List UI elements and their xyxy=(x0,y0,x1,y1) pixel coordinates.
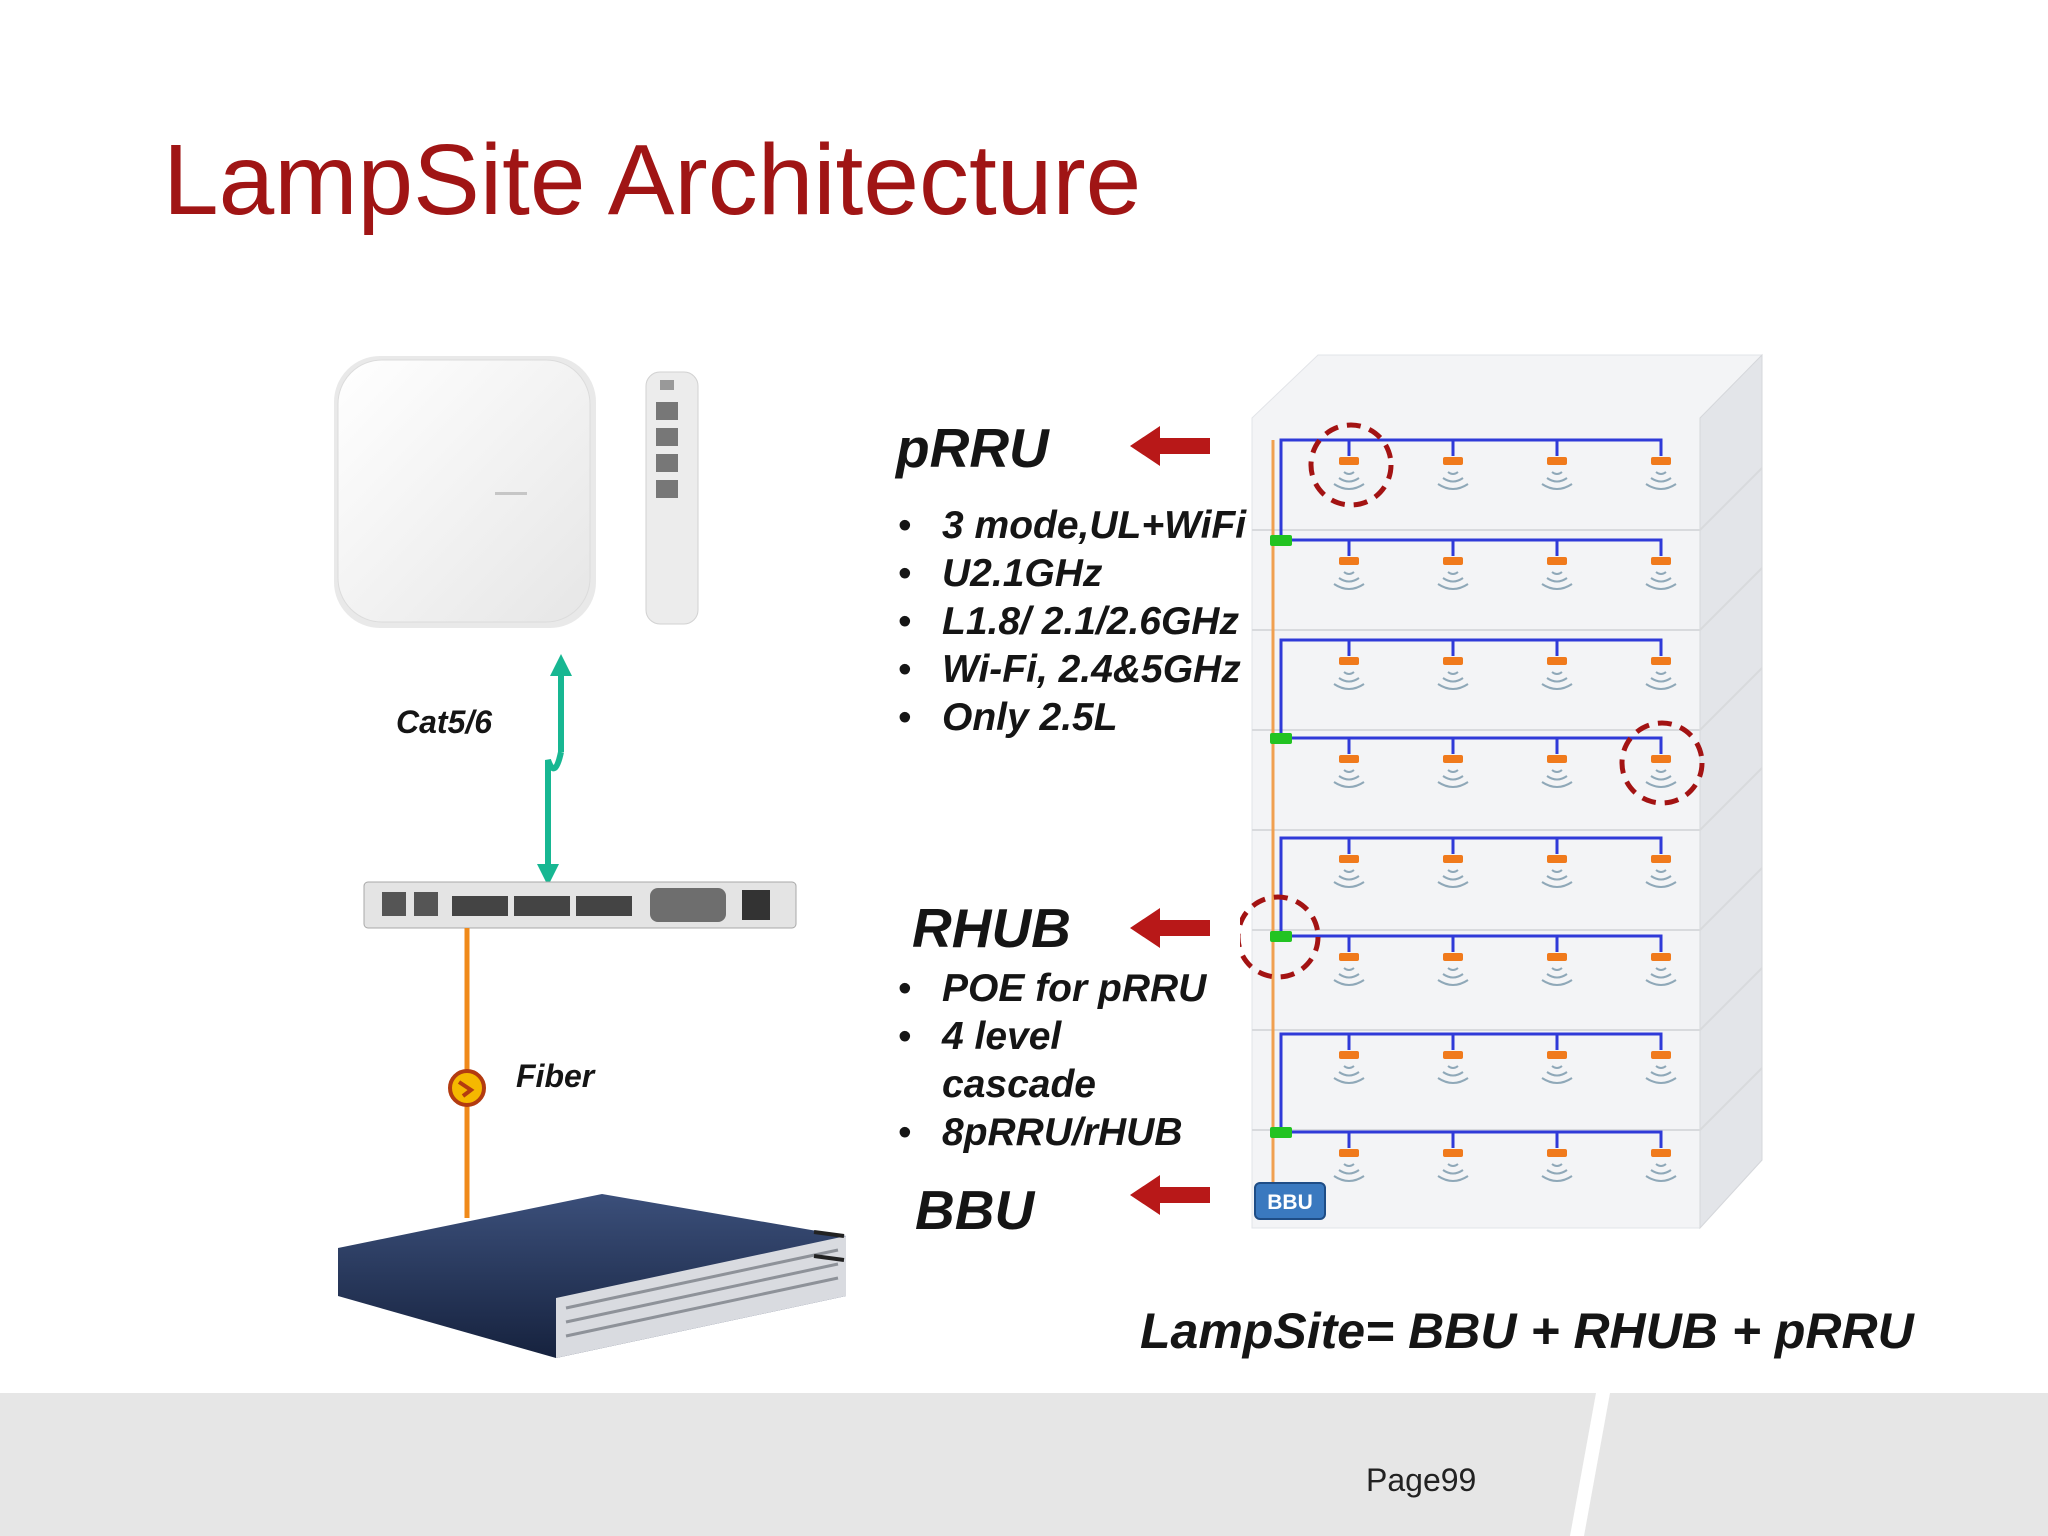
footer-slash xyxy=(1570,1393,1610,1536)
prru-bullet: 3 mode,UL+WiFi xyxy=(898,502,1246,550)
bbu-arrow xyxy=(1130,1175,1210,1215)
prru-bullet-list: 3 mode,UL+WiFi U2.1GHz L1.8/ 2.1/2.6GHz … xyxy=(898,502,1246,742)
building-diagram: BBU xyxy=(1240,353,1763,1230)
cat-label: Cat5/6 xyxy=(396,704,493,740)
rhub-bullet: POE for pRRU xyxy=(898,965,1206,1013)
prru-bullet: Only 2.5L xyxy=(898,694,1246,742)
rhub-arrow xyxy=(1130,908,1210,948)
prru-heading: pRRU xyxy=(896,417,1049,479)
bbu-tag: BBU xyxy=(1254,1182,1326,1220)
lampsite-formula: LampSite= BBU + RHUB + pRRU xyxy=(1140,1303,1914,1359)
rhub-bullet: 8pRRU/rHUB xyxy=(898,1109,1206,1157)
rhub-heading: RHUB xyxy=(912,897,1071,959)
rhub-markers xyxy=(1270,535,1292,1138)
slide-title: LampSite Architecture xyxy=(163,124,1142,236)
rhub-bullet-text: cascade xyxy=(942,1063,1096,1106)
rhub-bullet-list: POE for pRRU 4 level cascade 8pRRU/rHUB xyxy=(898,965,1206,1157)
rhub-bullet-continuation: cascade xyxy=(898,1061,1206,1109)
prru-device-image xyxy=(334,356,699,628)
bbu-device-image xyxy=(338,1194,846,1358)
rhub-bullet: 4 level xyxy=(898,1013,1206,1061)
prru-cabling xyxy=(1279,438,1663,1148)
bbu-heading: BBU xyxy=(915,1179,1035,1241)
slide-footer xyxy=(0,1393,2048,1536)
cat-cable-arrow xyxy=(537,654,572,886)
rhub-device-image xyxy=(363,881,797,929)
prru-arrow xyxy=(1130,426,1210,466)
highlight-circles xyxy=(1240,422,1705,980)
page-number: Page99 xyxy=(1366,1462,1477,1498)
fiber-label: Fiber xyxy=(516,1058,595,1094)
bbu-tag-label: BBU xyxy=(1267,1191,1313,1214)
prru-bullet: Wi-Fi, 2.4&5GHz xyxy=(898,646,1246,694)
prru-bullet: U2.1GHz xyxy=(898,550,1246,598)
fiber-cable xyxy=(448,928,486,1218)
prru-bullet: L1.8/ 2.1/2.6GHz xyxy=(898,598,1246,646)
equipment-illustration xyxy=(334,356,846,1358)
